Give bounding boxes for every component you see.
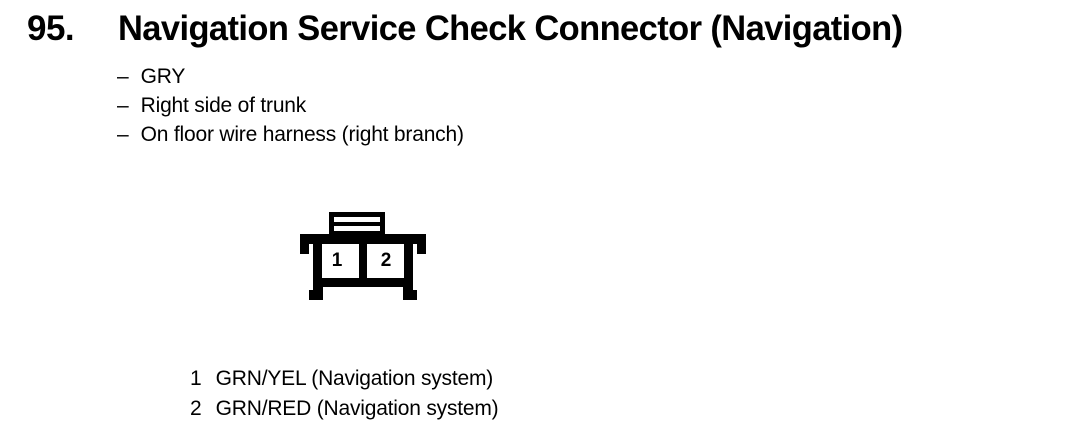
pin-cavity-label-1: 1	[332, 250, 343, 271]
connector-spec-list: – GRY – Right side of trunk – On floor w…	[117, 62, 817, 149]
connector-locking-tab	[329, 212, 385, 236]
dash-bullet-icon: –	[117, 123, 129, 146]
pin-cavity-label-2: 2	[381, 250, 392, 271]
pin-legend-list: 1 GRN/YEL (Navigation system) 2 GRN/RED …	[190, 364, 890, 424]
spec-list-item: – Right side of trunk	[117, 91, 817, 120]
page-heading: 95. Navigation Service Check Connector (…	[0, 0, 1072, 58]
dash-bullet-icon: –	[117, 94, 129, 117]
spec-list-item-label: On floor wire harness (right branch)	[140, 123, 464, 146]
pin-legend-number: 1	[190, 367, 202, 390]
connector-housing-body	[300, 234, 426, 287]
spec-list-item: – GRY	[117, 62, 817, 91]
heading-item-number: 95.	[27, 9, 75, 48]
pin-legend-description: GRN/RED (Navigation system)	[215, 397, 499, 420]
spec-list-item-label: GRY	[140, 65, 186, 88]
pin-legend-row: 1 GRN/YEL (Navigation system)	[190, 364, 890, 394]
pin-legend-number: 2	[190, 397, 202, 420]
connector-diagram: 1 2	[296, 206, 436, 306]
pin-legend-description: GRN/YEL (Navigation system)	[215, 367, 494, 390]
connector-mounting-feet	[309, 278, 417, 300]
spec-list-item-label: Right side of trunk	[140, 94, 307, 117]
spec-list-item: – On floor wire harness (right branch)	[117, 120, 817, 149]
dash-bullet-icon: –	[117, 65, 129, 88]
connector-outline-drawing: 1 2	[300, 212, 426, 300]
pin-legend-row: 2 GRN/RED (Navigation system)	[190, 394, 890, 424]
page-title: Navigation Service Check Connector (Navi…	[118, 9, 903, 48]
